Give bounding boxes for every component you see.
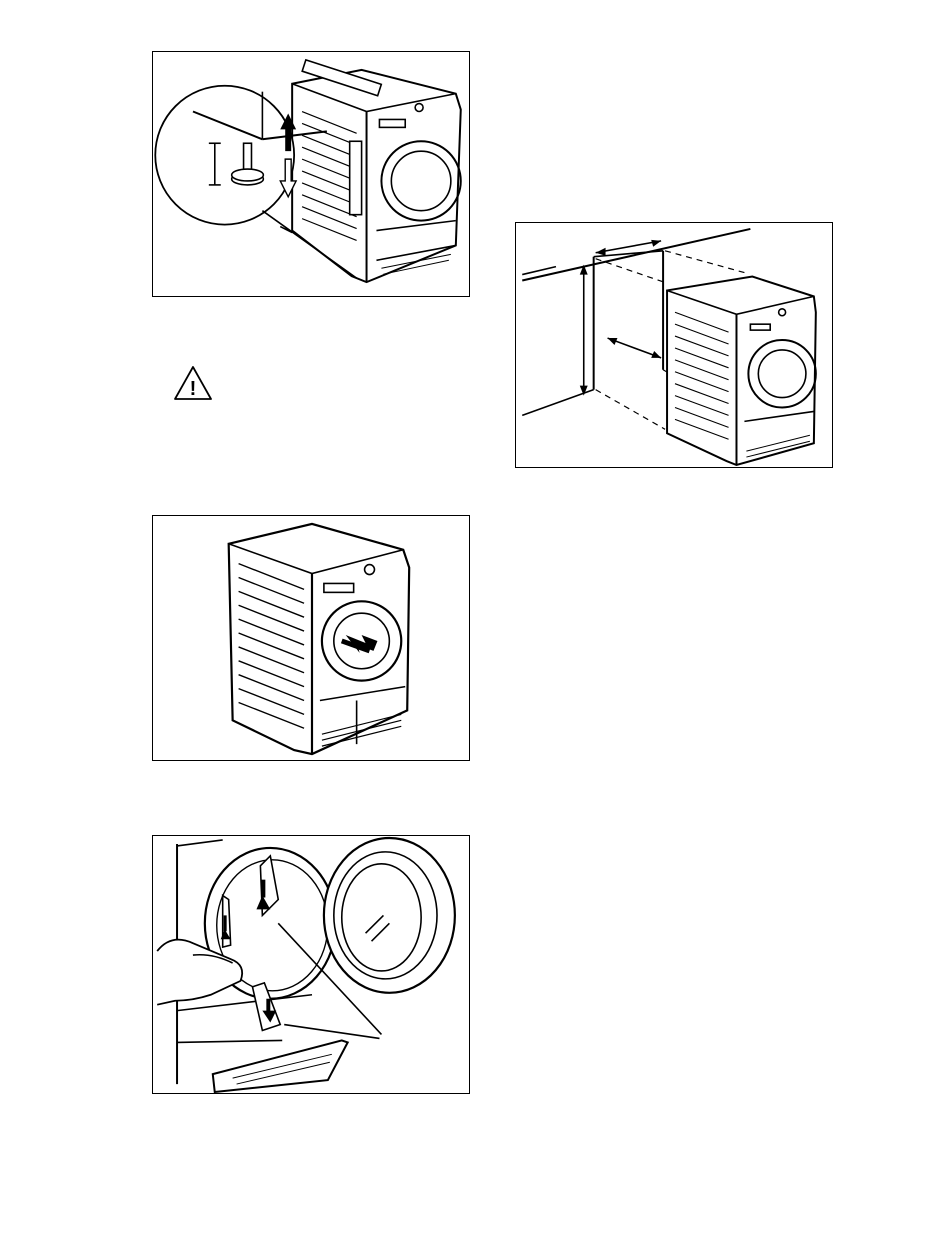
figure-built-under-counter	[515, 222, 833, 468]
dryer-open-door-illustration	[153, 516, 469, 760]
dryer-under-worktop-illustration	[516, 223, 832, 467]
warning-symbol: !	[190, 378, 197, 400]
dryer-remove-packaging-illustration	[153, 836, 469, 1093]
figure-remove-packaging	[152, 835, 470, 1094]
warning-triangle-icon: !	[172, 364, 214, 402]
dryer-leveling-feet-illustration	[153, 52, 469, 296]
figure-adjust-feet	[152, 51, 470, 297]
figure-open-door	[152, 515, 470, 761]
